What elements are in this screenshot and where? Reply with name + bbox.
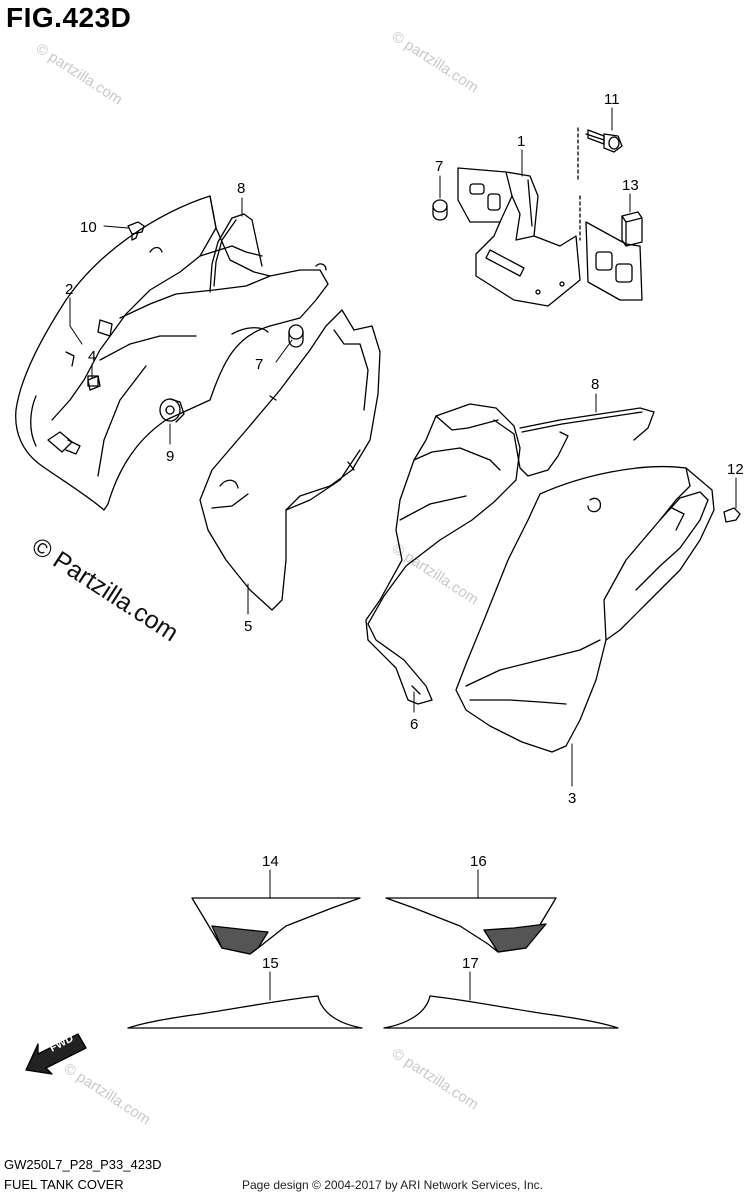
part-13 [621, 211, 643, 247]
section-name: FUEL TANK COVER [4, 1177, 124, 1192]
part-stripe-15 [127, 995, 363, 1029]
part-grommet-7-lower [288, 324, 304, 348]
part-grommet-7-upper [432, 199, 448, 221]
callout-16: 16 [470, 853, 487, 870]
part-clip-4 [87, 375, 101, 391]
part-screw-12 [723, 507, 741, 523]
part-sticker-16 [385, 897, 557, 953]
callout-10: 10 [80, 219, 97, 236]
callout-labels: 1 2 3 4 5 6 7 7 8 8 9 10 11 12 13 14 15 … [48, 91, 744, 1055]
part-bolt-11 [585, 129, 623, 153]
callout-4: 4 [88, 348, 96, 365]
part-wire-8-lower [519, 407, 655, 441]
callout-7-upper: 7 [435, 158, 443, 175]
copyright-line: Page design © 2004-2017 by ARI Network S… [242, 1178, 544, 1192]
callout-9: 9 [166, 448, 174, 465]
callout-17: 17 [462, 955, 479, 972]
part-grommet-9 [159, 398, 185, 423]
model-code: GW250L7_P28_P33_423D [4, 1157, 162, 1172]
callout-3: 3 [568, 790, 576, 807]
callout-7-lower: 7 [255, 356, 263, 373]
callout-2: 2 [65, 281, 73, 298]
part-screw-10 [127, 221, 145, 241]
part-cover-right [455, 465, 715, 753]
fwd-arrow-icon [25, 1033, 87, 1075]
callout-6: 6 [410, 716, 418, 733]
callout-14: 14 [262, 853, 279, 870]
part-bracket [457, 127, 643, 307]
callout-12: 12 [727, 461, 744, 478]
figure-title: FIG.423D [6, 2, 132, 33]
part-wire-8-upper [209, 213, 263, 293]
callout-11: 11 [604, 91, 620, 108]
part-stripe-17 [383, 995, 619, 1029]
leader-lines [69, 107, 737, 1001]
part-sticker-14 [191, 897, 361, 955]
callout-8-upper: 8 [237, 180, 245, 197]
callout-13: 13 [622, 177, 639, 194]
callout-15: 15 [262, 955, 279, 972]
callout-5: 5 [244, 618, 252, 635]
part-panel-5 [199, 309, 381, 611]
part-panel-6 [365, 403, 569, 705]
callout-8-lower: 8 [591, 376, 599, 393]
callout-1: 1 [517, 133, 525, 150]
